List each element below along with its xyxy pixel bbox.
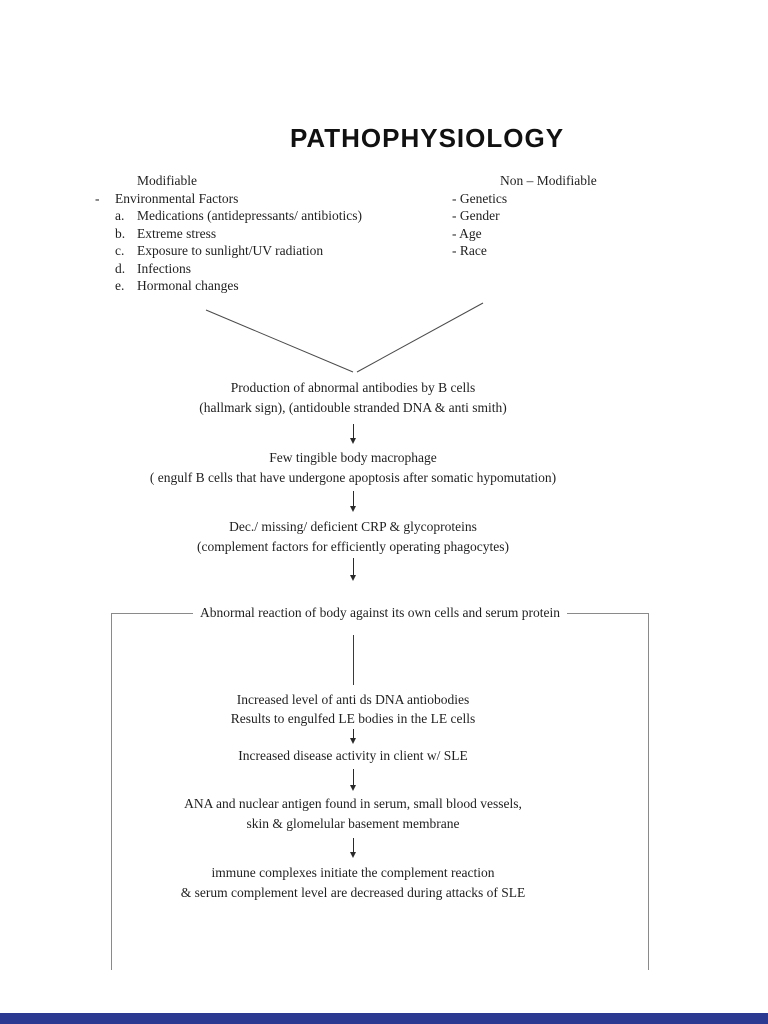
flow-text-line: (complement factors for efficiently oper… — [196, 539, 510, 554]
flow-text-line: Dec./ missing/ deficient CRP & glycoprot… — [229, 519, 477, 534]
flow-text-line: Increased disease activity in client w/ … — [238, 748, 468, 763]
non-modifiable-item: - Age — [452, 225, 482, 241]
flow-step-crp: Dec./ missing/ deficient CRP & glycoprot… — [197, 517, 509, 557]
abnormal-reaction-box: Abnormal reaction of body against its ow… — [111, 605, 649, 970]
non-modifiable-item: - Race — [452, 243, 487, 258]
item-label: Infections — [137, 260, 191, 276]
environmental-factors-item: - Environmental Factors — [95, 190, 362, 208]
viewer-footer-bar — [0, 1013, 768, 1024]
item-label: Extreme stress — [137, 225, 217, 241]
page-title: PATHOPHYSIOLOGY — [289, 123, 565, 154]
item-marker: d. — [115, 260, 126, 276]
modifiable-factors-column: Modifiable - Environmental Factors a. Me… — [95, 172, 362, 295]
item-label: Medications (antidepressants/ antibiotic… — [137, 208, 362, 223]
non-modifiable-item: - Gender — [452, 208, 500, 223]
box-title: Abnormal reaction of body against its ow… — [200, 605, 560, 620]
box-title-row: Abnormal reaction of body against its ow… — [111, 603, 649, 623]
item-marker: b. — [115, 225, 126, 241]
flow-text-line: immune complexes initiate the complement… — [211, 865, 495, 880]
flow-step-macrophage: Few tingible body macrophage ( engulf B … — [150, 448, 556, 488]
flow-step-production: Production of abnormal antibodies by B c… — [199, 378, 506, 418]
item-marker: c. — [115, 243, 125, 258]
down-arrow-icon — [350, 838, 356, 858]
flow-text-line: Production of abnormal antibodies by B c… — [230, 380, 476, 395]
flow-text-line: Few tingible body macrophage — [269, 450, 437, 465]
down-arrow-icon — [350, 491, 356, 512]
flow-step-disease-activity: Increased disease activity in client w/ … — [238, 746, 467, 766]
item-label: Hormonal changes — [137, 278, 239, 293]
non-modifiable-item: - Genetics — [452, 190, 508, 206]
down-arrow-icon — [350, 424, 356, 444]
item-marker: a. — [115, 208, 125, 223]
flow-text-line: & serum complement level are decreased d… — [180, 885, 526, 900]
modifiable-item: c. Exposure to sunlight/UV radiation — [95, 242, 362, 260]
converging-lines-icon — [205, 302, 484, 373]
non-modifiable-heading: Non – Modifiable — [500, 173, 597, 188]
connector-line — [353, 635, 354, 685]
modifiable-item: a. Medications (antidepressants/ antibio… — [95, 207, 362, 225]
modifiable-item: d. Infections — [95, 260, 362, 278]
list-dash: - — [95, 190, 100, 206]
flow-text-line: ( engulf B cells that have undergone apo… — [149, 470, 557, 485]
flow-text-line: (hallmark sign), (antidouble stranded DN… — [199, 400, 507, 415]
flow-step-ana: ANA and nuclear antigen found in serum, … — [184, 794, 522, 834]
item-label: Exposure to sunlight/UV radiation — [137, 243, 324, 258]
flow-step-immune-complexes: immune complexes initiate the complement… — [181, 863, 526, 903]
down-arrow-icon — [350, 769, 356, 791]
modifiable-item: e. Hormonal changes — [95, 277, 362, 295]
flow-text-line: skin & glomelular basement membrane — [246, 816, 460, 831]
modifiable-item: b. Extreme stress — [95, 225, 362, 243]
flow-text-line: Increased level of anti ds DNA antiobodi… — [236, 692, 470, 707]
flow-step-antibodies: Increased level of anti ds DNA antiobodi… — [231, 690, 475, 728]
flow-text-line: Results to engulfed LE bodies in the LE … — [230, 711, 476, 726]
flow-text-line: ANA and nuclear antigen found in serum, … — [184, 796, 522, 811]
item-marker: e. — [115, 278, 125, 293]
modifiable-heading: Modifiable — [137, 173, 197, 188]
environmental-factors-label: Environmental Factors — [115, 190, 239, 206]
down-arrow-icon — [350, 558, 356, 581]
non-modifiable-factors-column: Non – Modifiable - Genetics - Gender - A… — [452, 172, 597, 260]
down-arrow-icon — [350, 729, 356, 744]
